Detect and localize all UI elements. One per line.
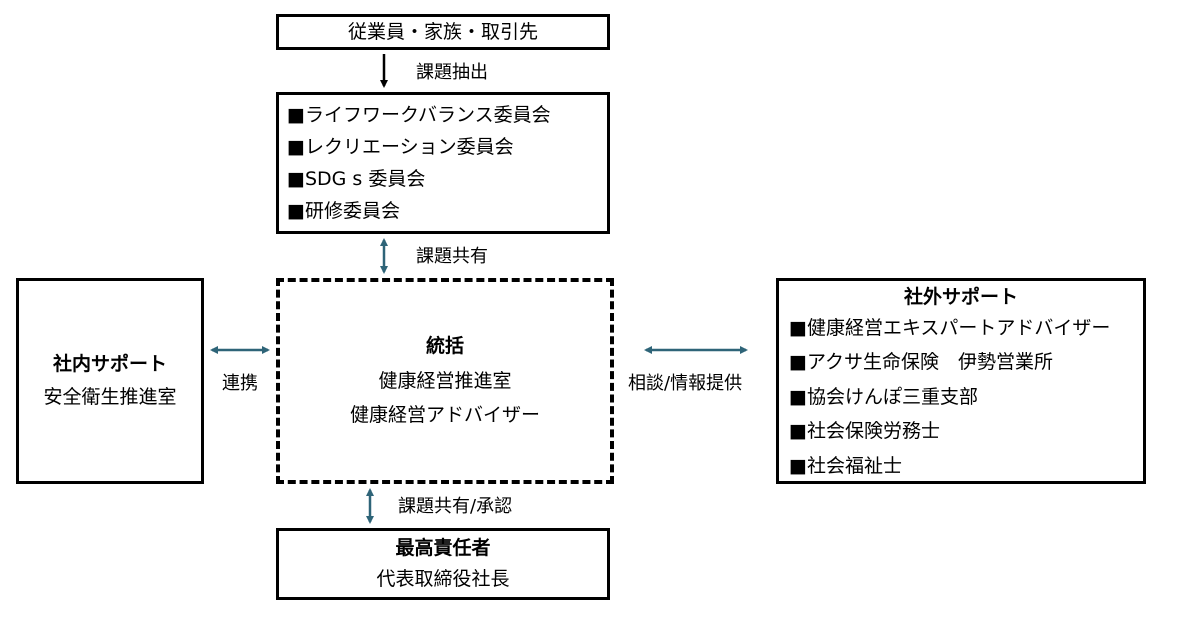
label-coordinate: 連携	[222, 373, 258, 394]
internal-support-box: 社内サポート 安全衛生推進室	[16, 278, 204, 484]
governance-title: 統括	[425, 334, 464, 357]
label-share: 課題共有	[416, 246, 488, 267]
external-support-title: 社外サポート	[903, 285, 1018, 308]
external-support-item-expert: ■健康経営エキスパートアドバイザー	[789, 316, 1111, 339]
committees-box: ■ライフワークバランス委員会 ■レクリエーション委員会 ■SDG s 委員会 ■…	[276, 92, 610, 234]
governance-line-office: 健康経営推進室	[378, 369, 512, 392]
committee-item-work-life-balance: ■ライフワークバランス委員会	[287, 103, 551, 126]
committee-item-training: ■研修委員会	[287, 199, 400, 222]
label-share-approve: 課題共有/承認	[398, 496, 513, 517]
label-consult: 相談/情報提供	[628, 373, 743, 394]
stakeholders-text: 従業員・家族・取引先	[347, 20, 538, 43]
internal-support-line: 安全衛生推進室	[43, 386, 177, 408]
external-support-box: 社外サポート ■健康経営エキスパートアドバイザー ■アクサ生命保険 伊勢営業所 …	[776, 278, 1146, 484]
external-support-item-kyokai: ■協会けんぽ三重支部	[789, 385, 978, 408]
external-support-item-axa: ■アクサ生命保険 伊勢営業所	[789, 351, 1054, 374]
external-support-item-welfare: ■社会福祉士	[789, 454, 902, 477]
top-executive-box: 最高責任者 代表取締役社長	[276, 528, 610, 600]
committee-item-sdgs: ■SDG s 委員会	[287, 167, 426, 190]
internal-support-title: 社内サポート	[52, 353, 167, 376]
external-support-item-sharoushi: ■社会保険労務士	[789, 420, 940, 443]
top-executive-title: 最高責任者	[395, 537, 491, 560]
committee-item-recreation: ■レクリエーション委員会	[287, 135, 514, 158]
governance-box: 統括 健康経営推進室 健康経営アドバイザー	[276, 278, 614, 484]
stakeholders-box: 従業員・家族・取引先	[276, 14, 610, 50]
label-extract: 課題抽出	[416, 62, 488, 83]
top-executive-line: 代表取締役社長	[376, 568, 510, 590]
governance-line-advisor: 健康経営アドバイザー	[349, 404, 540, 427]
